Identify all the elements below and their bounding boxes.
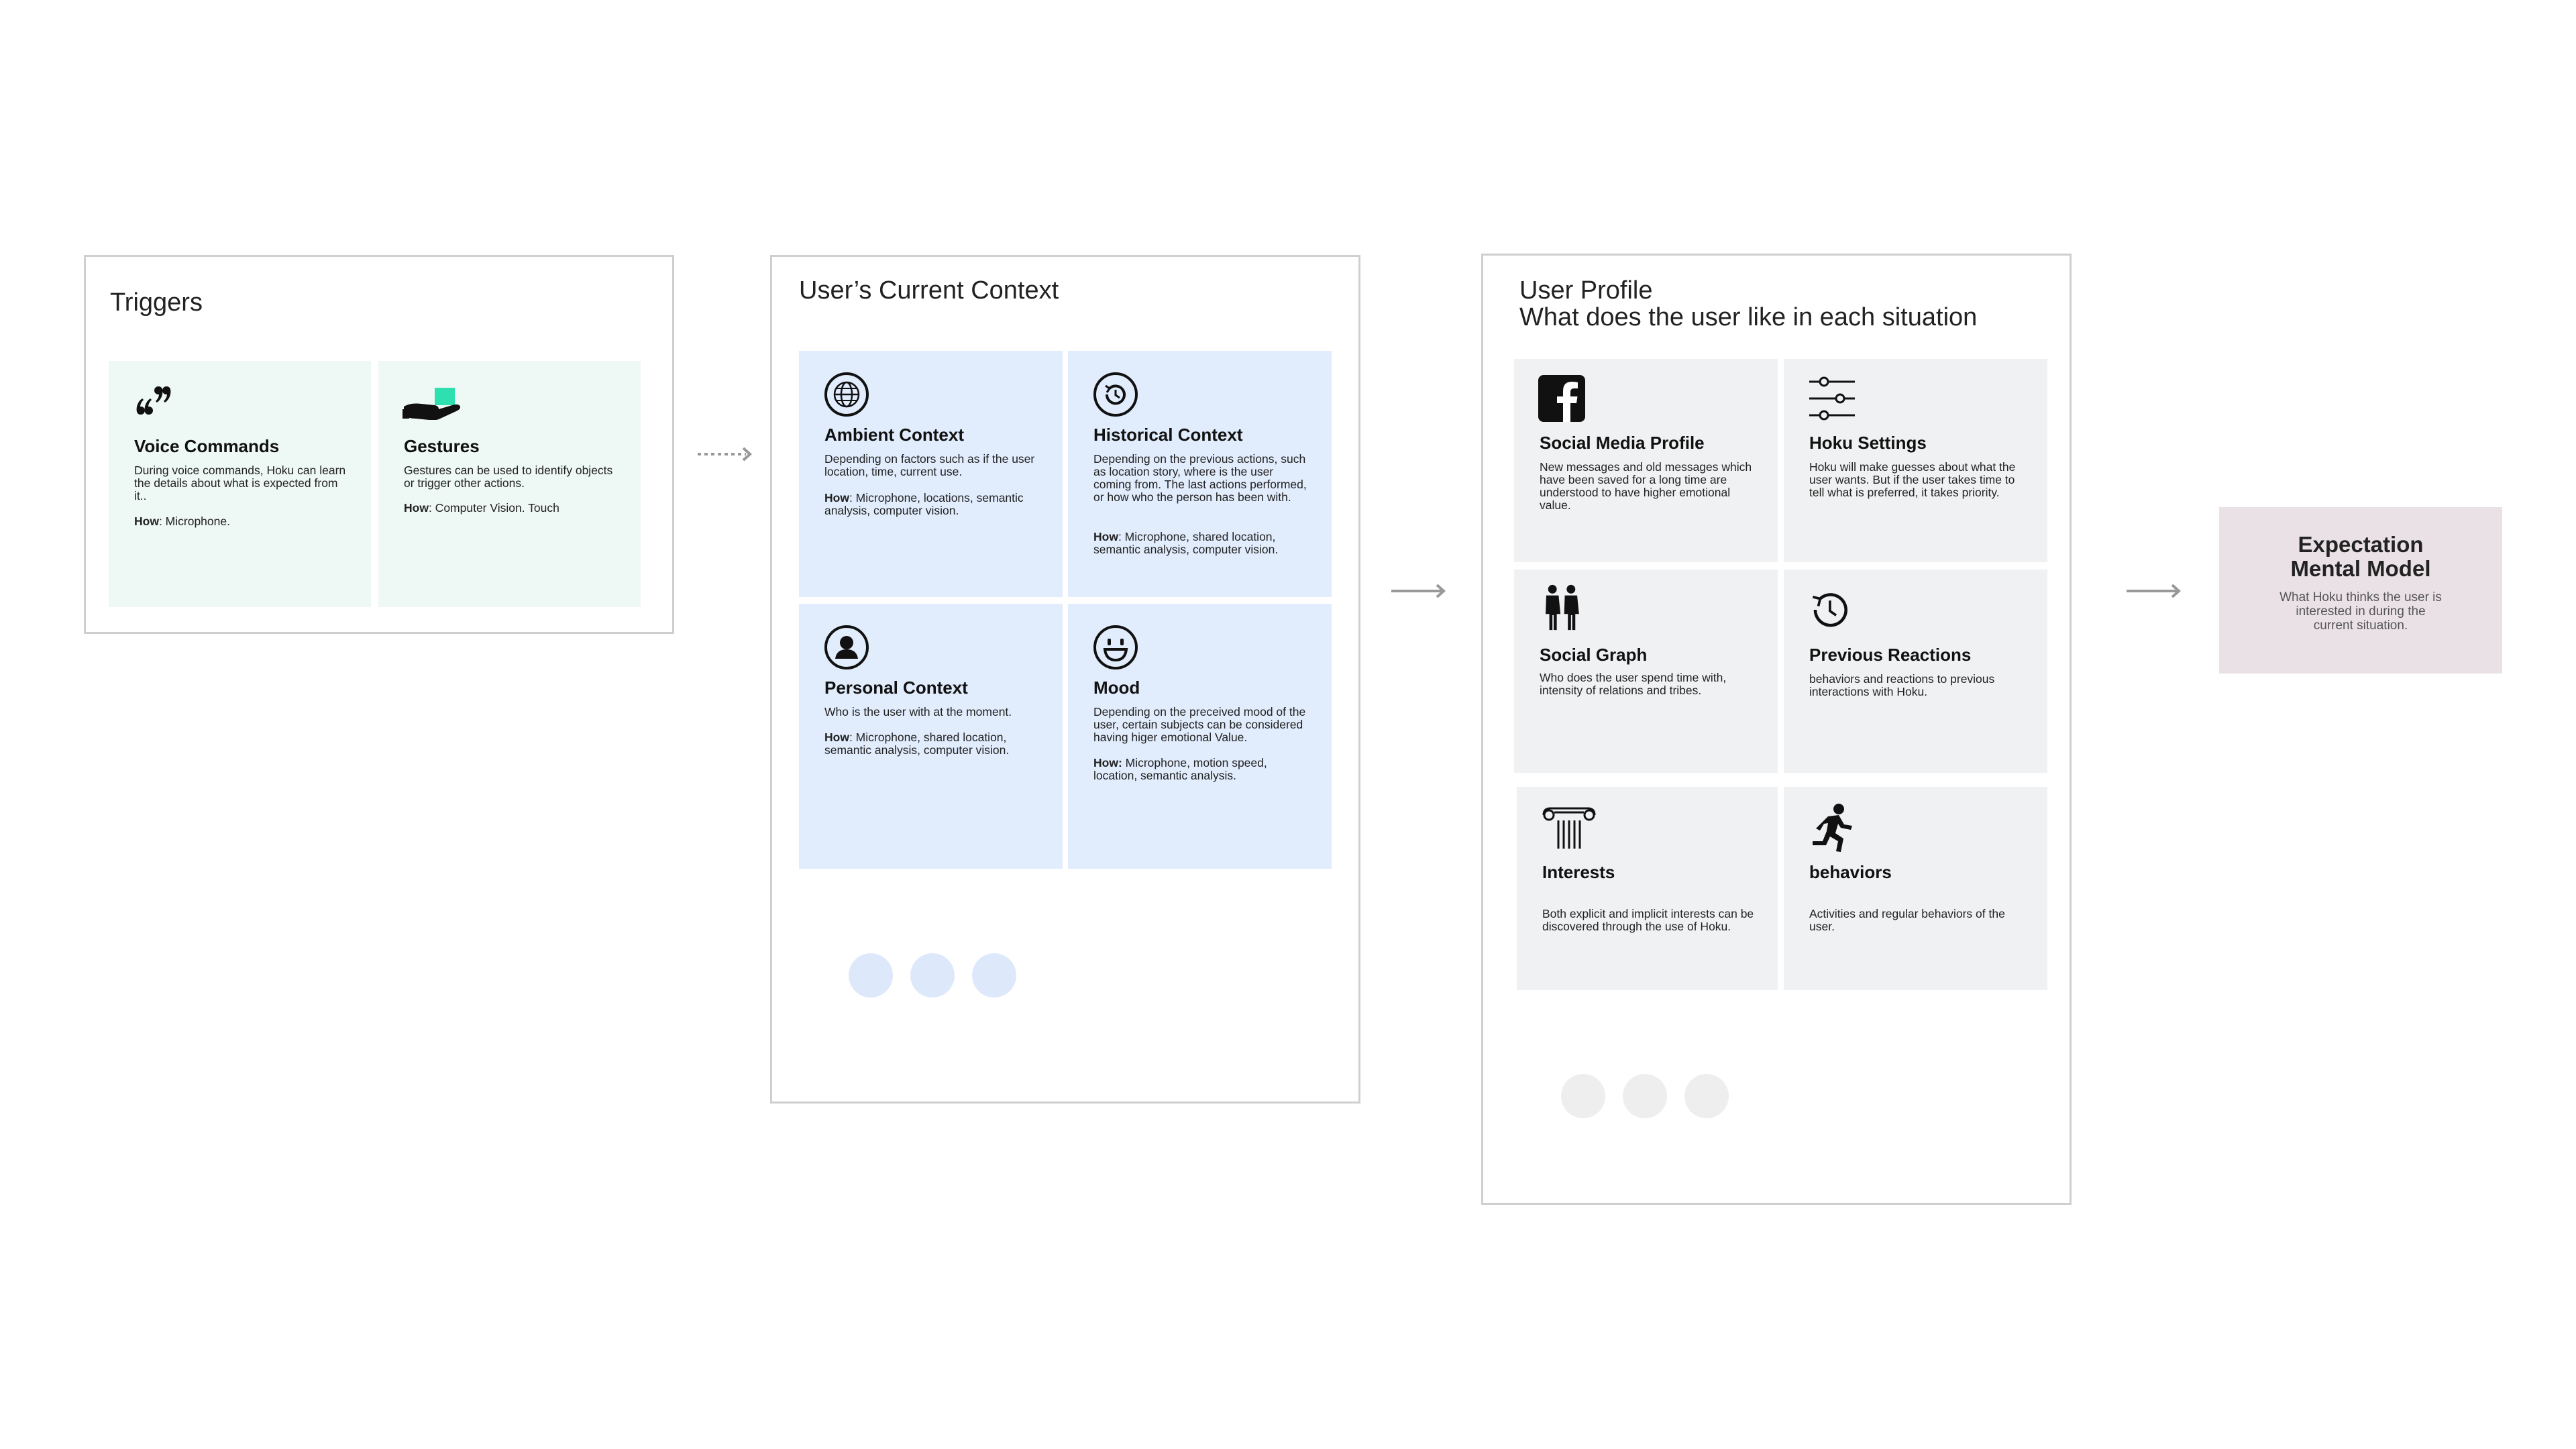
expectation-title-line1: Expectation bbox=[2298, 532, 2424, 557]
card-description: During voice commands, Hoku can learn th… bbox=[134, 464, 346, 502]
interests-card: Interests Both explicit and implicit int… bbox=[1517, 787, 1778, 990]
pagination-dot bbox=[1561, 1074, 1605, 1118]
card-title: behaviors bbox=[1809, 862, 1892, 882]
card-description: Depending on the preceived mood of the u… bbox=[1093, 705, 1306, 744]
clock-history-icon bbox=[1092, 371, 1139, 418]
arrow-right-icon bbox=[1390, 581, 1446, 601]
arrow-right-icon bbox=[2125, 581, 2182, 601]
how-label: How bbox=[824, 491, 849, 504]
how-text: : Microphone. bbox=[158, 515, 230, 528]
social-graph-card: Social Graph Who does the user spend tim… bbox=[1514, 570, 1778, 773]
expectation-mental-model-box: Expectation Mental Model What Hoku think… bbox=[2219, 507, 2502, 674]
social-media-profile-card: Social Media Profile New messages and ol… bbox=[1514, 359, 1778, 562]
globe-icon bbox=[823, 371, 870, 418]
history-icon bbox=[1808, 588, 1851, 631]
how-label: How bbox=[1093, 530, 1118, 543]
card-description: Who does the user spend time with, inten… bbox=[1540, 671, 1727, 697]
expectation-description: What Hoku thinks the user is interested … bbox=[2279, 590, 2442, 633]
triggers-panel: Triggers Voice Commands During voice com… bbox=[84, 255, 674, 634]
card-title: Social Media Profile bbox=[1540, 433, 1705, 453]
how-label: How bbox=[404, 501, 429, 515]
how-text: Microphone, motion speed, location, sema… bbox=[1093, 756, 1267, 782]
profile-subtitle: What does the user like in each situatio… bbox=[1519, 303, 1978, 331]
running-person-icon bbox=[1808, 803, 1856, 854]
card-title: Voice Commands bbox=[134, 436, 280, 456]
card-description: behaviors and reactions to previous inte… bbox=[1809, 672, 1995, 698]
card-how: How: Microphone, locations, semantic ana… bbox=[824, 492, 1042, 517]
pagination-dot bbox=[972, 953, 1016, 998]
card-title: Ambient Context bbox=[824, 425, 964, 445]
card-title: Gestures bbox=[404, 436, 480, 456]
hoku-settings-card: Hoku Settings Hoku will make guesses abo… bbox=[1784, 359, 2047, 562]
card-description: Who is the user with at the moment. bbox=[824, 705, 1012, 718]
pagination-dot bbox=[910, 953, 955, 998]
current-context-panel: User’s Current Context Ambient Context D… bbox=[770, 255, 1360, 1104]
card-title: Personal Context bbox=[824, 678, 968, 698]
card-how: How: Microphone, motion speed, location,… bbox=[1093, 757, 1311, 782]
card-description: Gestures can be used to identify objects… bbox=[404, 464, 613, 490]
facebook-icon bbox=[1538, 375, 1585, 422]
smiley-icon bbox=[1092, 624, 1139, 671]
how-label: How: bbox=[1093, 756, 1122, 769]
card-title: Hoku Settings bbox=[1809, 433, 1927, 453]
how-label: How bbox=[134, 515, 159, 528]
dotted-arrow-icon bbox=[696, 444, 753, 464]
card-how: How: Computer Vision. Touch bbox=[404, 502, 621, 515]
voice-commands-card: Voice Commands During voice commands, Ho… bbox=[109, 361, 371, 607]
personal-context-card: Personal Context Who is the user with at… bbox=[799, 604, 1063, 869]
people-icon bbox=[1538, 584, 1585, 631]
how-text: : Computer Vision. Touch bbox=[428, 501, 559, 515]
column-icon bbox=[1541, 806, 1597, 850]
card-title: Mood bbox=[1093, 678, 1140, 698]
card-title: Interests bbox=[1542, 862, 1615, 882]
gestures-card: Gestures Gestures can be used to identif… bbox=[378, 361, 641, 607]
context-title: User’s Current Context bbox=[799, 276, 1059, 305]
previous-reactions-card: Previous Reactions behaviors and reactio… bbox=[1784, 570, 2047, 773]
card-how: How: Microphone, shared location, semant… bbox=[1093, 531, 1311, 556]
card-description: New messages and old messages which have… bbox=[1540, 460, 1752, 512]
card-how: How: Microphone. bbox=[134, 515, 351, 528]
card-how: How: Microphone, shared location, semant… bbox=[824, 731, 1042, 757]
historical-context-card: Historical Context Depending on the prev… bbox=[1068, 351, 1332, 597]
card-description: Depending on the previous actions, such … bbox=[1093, 452, 1307, 504]
card-title: Historical Context bbox=[1093, 425, 1243, 445]
person-circle-icon bbox=[823, 624, 870, 671]
card-title: Social Graph bbox=[1540, 645, 1648, 665]
pagination-dot bbox=[849, 953, 893, 998]
ambient-context-card: Ambient Context Depending on factors suc… bbox=[799, 351, 1063, 597]
card-description: Both explicit and implicit interests can… bbox=[1542, 907, 1754, 933]
profile-title: User Profile bbox=[1519, 276, 1653, 305]
hand-gesture-icon bbox=[402, 386, 467, 420]
how-label: How bbox=[824, 731, 849, 744]
card-description: Depending on factors such as if the user… bbox=[824, 452, 1035, 478]
card-description: Activities and regular behaviors of the … bbox=[1809, 907, 2005, 933]
how-text: : Microphone, shared location, semantic … bbox=[824, 731, 1010, 757]
user-profile-panel: User Profile What does the user like in … bbox=[1481, 254, 2072, 1205]
expectation-title: Expectation Mental Model bbox=[2219, 533, 2502, 581]
behaviors-card: behaviors Activities and regular behavio… bbox=[1784, 787, 2047, 990]
sliders-icon bbox=[1808, 375, 1855, 422]
card-title: Previous Reactions bbox=[1809, 645, 1972, 665]
how-text: : Microphone, locations, semantic analys… bbox=[824, 491, 1024, 517]
pagination-dot bbox=[1684, 1074, 1729, 1118]
expectation-title-line2: Mental Model bbox=[2290, 556, 2431, 581]
triggers-title: Triggers bbox=[110, 288, 203, 317]
how-text: : Microphone, shared location, semantic … bbox=[1093, 530, 1279, 556]
quote-icon bbox=[133, 381, 173, 421]
mood-card: Mood Depending on the preceived mood of … bbox=[1068, 604, 1332, 869]
pagination-dot bbox=[1623, 1074, 1667, 1118]
card-description: Hoku will make guesses about what the us… bbox=[1809, 460, 2016, 499]
